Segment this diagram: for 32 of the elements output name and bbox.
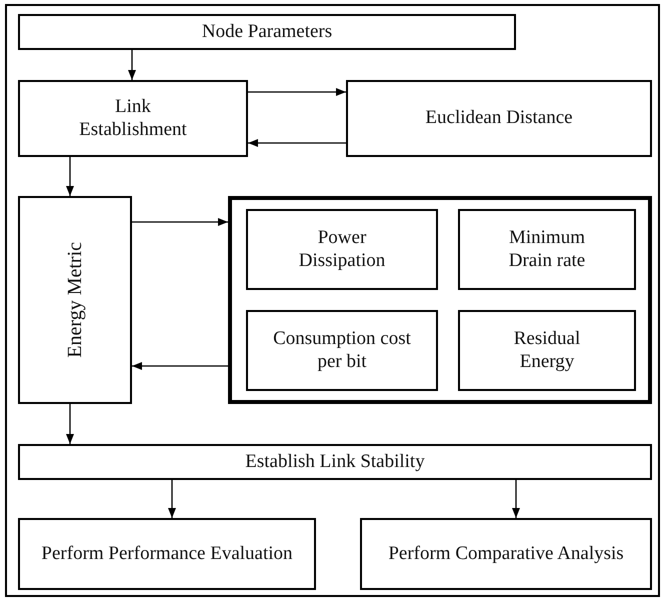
box-label: Energy Metric: [63, 242, 87, 358]
box-label: Minimum Drain rate: [508, 226, 586, 272]
box-label: Euclidean Distance: [425, 107, 573, 130]
arrow: [248, 139, 346, 147]
box-label: Node Parameters: [202, 20, 332, 44]
process-box: [18, 14, 516, 50]
process-box: [18, 518, 316, 590]
box-label: Residual Energy: [512, 328, 582, 374]
arrow: [132, 218, 228, 226]
arrow: [248, 88, 346, 96]
arrow: [128, 50, 136, 80]
arrow: [66, 404, 74, 444]
arrow: [168, 480, 176, 518]
arrow: [512, 480, 520, 518]
box-label: Perform Comparative Analysis: [388, 542, 624, 566]
process-box: [458, 310, 636, 391]
process-box: [246, 209, 438, 290]
process-box: [246, 310, 438, 391]
box-label: Power Dissipation: [298, 226, 386, 272]
arrow: [66, 157, 74, 196]
process-box: [360, 518, 652, 590]
process-box: [18, 80, 248, 157]
box-label: Consumption cost per bit: [272, 328, 412, 374]
box-label: Link Establishment: [78, 96, 188, 142]
process-box: [346, 80, 652, 157]
container-box: [228, 196, 652, 404]
box-label: Establish Link Stability: [245, 450, 425, 474]
process-box: [18, 196, 132, 404]
process-box: [18, 444, 652, 480]
process-box: [458, 209, 636, 290]
box-label: Perform Performance Evaluation: [41, 542, 293, 566]
arrow: [132, 362, 228, 370]
